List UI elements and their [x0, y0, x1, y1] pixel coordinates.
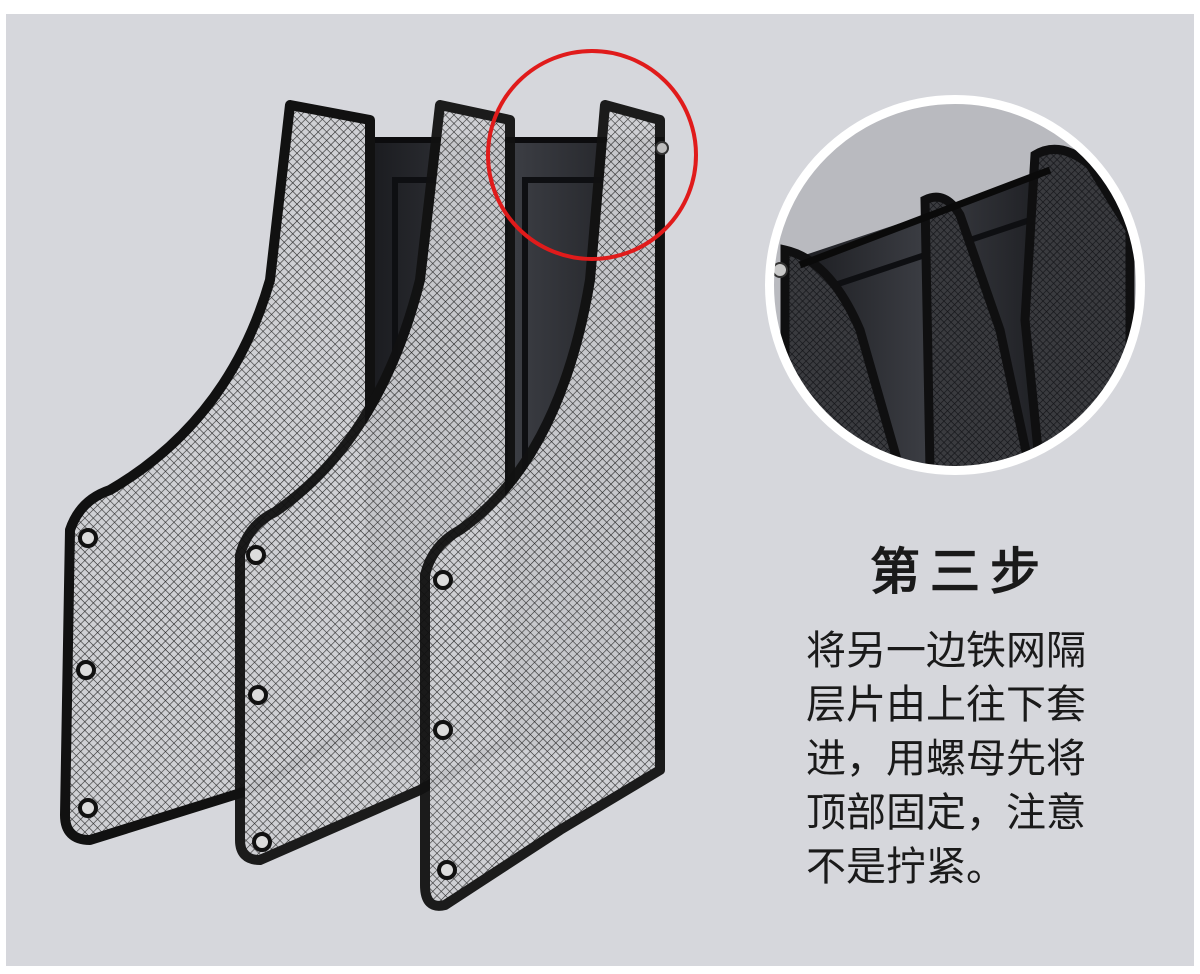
zoom-detail-circle [765, 95, 1145, 475]
right-border [1194, 0, 1200, 974]
step-description-line: 层片由上往下套 [806, 682, 1086, 728]
step-description-line: 进，用螺母先将 [806, 736, 1086, 782]
step-description: 将另一边铁网隔 层片由上往下套 进，用螺母先将 顶部固定，注意 不是拧紧。 [806, 624, 1126, 894]
right-divider [420, 100, 669, 911]
red-circle-highlight [486, 49, 698, 261]
top-border [0, 0, 1200, 14]
step-description-line: 不是拧紧。 [806, 844, 1006, 890]
bottom-border [0, 966, 1200, 974]
step-description-line: 顶部固定，注意 [806, 790, 1086, 836]
left-border [0, 0, 6, 974]
step-description-line: 将另一边铁网隔 [806, 628, 1086, 674]
step-title: 第三步 [870, 542, 1050, 601]
